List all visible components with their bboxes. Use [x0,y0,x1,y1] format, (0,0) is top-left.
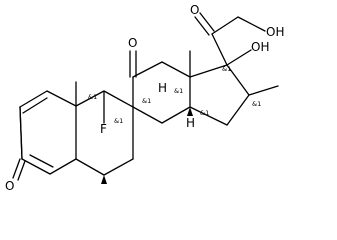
bond [75,158,105,176]
bond [22,97,48,114]
bond [19,106,23,160]
bond [12,158,21,179]
bond [189,64,228,78]
bond [75,90,105,107]
stereo-label-c16: &1 [252,100,261,108]
stereo-label-c14: &1 [200,109,209,117]
atom-label-o11: O [128,36,137,50]
bond [237,16,266,32]
atom-label-h14: H [186,116,195,130]
bond [161,106,191,124]
bond [132,106,163,124]
bond [194,16,210,36]
bond [226,64,250,96]
bond [103,90,134,108]
atom-label-oh17: OH [251,40,269,54]
stereo-label-c17: &1 [222,65,231,73]
stereo-label-c8: &1 [142,97,151,105]
stereo-labels: &1 &1 &1 &1 &1 &1 &1 [88,65,261,125]
bonds [12,12,279,181]
bond [103,158,134,176]
wedge-bond [187,107,193,116]
bond [21,158,51,175]
atom-label-o3: O [5,179,14,193]
bond [226,94,250,126]
atom-labels: O O O OH OH F H H [5,3,284,193]
bond [29,154,54,168]
bond [17,160,26,181]
bond [248,85,279,96]
bond [161,61,191,78]
bond [49,158,77,175]
stereo-label-c10: &1 [114,117,123,125]
wedges [101,107,193,184]
bond [211,16,239,35]
structure-diagram: O O O OH OH F H H &1 &1 &1 &1 &1 &1 &1 [5,3,284,193]
atom-label-h8: H [158,81,167,95]
stereo-label-c13: &1 [174,87,183,95]
bond [189,106,228,126]
atom-label-o20: O [190,3,199,17]
bond [19,90,48,108]
atom-label-f9: F [100,122,107,136]
wedge-bond [101,175,107,184]
atom-label-oh21: OH [266,25,284,39]
bond [199,12,215,32]
bond [226,49,252,66]
bond [46,90,77,107]
bond [211,33,228,66]
bond [132,61,163,78]
stereo-label-c9: &1 [88,93,97,101]
